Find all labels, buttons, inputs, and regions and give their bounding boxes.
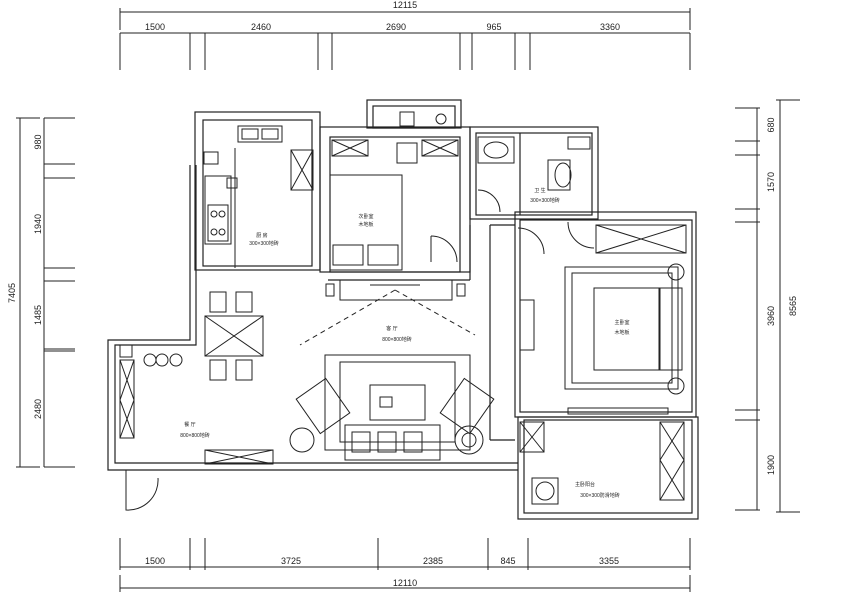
dining-room-name: 餐 厅	[184, 421, 195, 428]
master-bedroom-name: 主卧室	[614, 319, 629, 326]
left-total-dim: 7405	[7, 283, 17, 303]
living-room-name: 客 厅	[386, 325, 397, 332]
bottom-dim-4: 845	[500, 556, 515, 566]
dining-furniture	[119, 291, 264, 511]
master-bedroom-floor: 木地板	[614, 329, 629, 336]
right-total-dim: 8565	[788, 296, 798, 316]
balcony-fixtures	[519, 421, 685, 505]
master-balcony-name: 主卧阳台	[575, 481, 595, 488]
bathroom-name: 卫 生	[534, 187, 545, 194]
exterior-walls	[107, 99, 699, 520]
master-bedroom-furniture	[517, 221, 687, 415]
left-dim-1: 980	[33, 134, 43, 149]
right-dimension-lines	[735, 99, 800, 513]
top-dimension-labels: 12115 1500 2460 2690 965 3360	[145, 0, 620, 32]
living-room-furniture	[204, 279, 495, 465]
kitchen-name: 厨 房	[256, 232, 267, 239]
secondary-bedroom-furniture	[329, 111, 459, 271]
top-total-dim: 12115	[393, 0, 417, 10]
top-dimension-lines	[119, 8, 691, 70]
bathroom-floor: 300×300地砖	[530, 197, 560, 204]
left-dim-3: 1485	[33, 305, 43, 325]
bottom-dim-5: 3355	[599, 556, 619, 566]
secondary-bedroom-floor: 木地板	[358, 221, 373, 228]
left-dimension-lines	[16, 117, 75, 468]
right-dim-3: 3960	[766, 306, 776, 326]
top-dim-2: 2460	[251, 22, 271, 32]
kitchen-floor: 300×300地砖	[249, 240, 279, 247]
top-dim-1: 1500	[145, 22, 165, 32]
bottom-dimension-labels: 1500 3725 2385 845 3355 12110	[145, 556, 619, 588]
bottom-total-dim: 12110	[393, 578, 417, 588]
right-dim-2: 1570	[766, 172, 776, 192]
dining-room-floor: 800×800地砖	[180, 432, 210, 439]
left-dim-4: 2480	[33, 399, 43, 419]
secondary-bedroom-name: 次卧室	[358, 213, 373, 220]
bathroom-fixtures	[477, 136, 591, 213]
top-dim-3: 2690	[386, 22, 406, 32]
bottom-dim-3: 2385	[423, 556, 443, 566]
master-balcony-floor: 300×300防滑地砖	[580, 492, 620, 499]
kitchen-fixtures	[203, 125, 314, 268]
bottom-dimension-lines	[119, 538, 691, 592]
right-dim-1: 680	[766, 117, 776, 132]
top-dim-4: 965	[486, 22, 501, 32]
left-dimension-labels: 7405 980 1940 1485 2480	[7, 134, 43, 419]
right-dimension-labels: 680 1570 3960 1900 8565	[766, 117, 798, 475]
living-room-floor: 800×800地砖	[382, 336, 412, 343]
right-dim-4: 1900	[766, 455, 776, 475]
room-labels: 厨 房 300×300地砖 次卧室 木地板 卫 生 300×300地砖 客 厅 …	[180, 187, 629, 499]
left-dim-2: 1940	[33, 214, 43, 234]
top-dim-5: 3360	[600, 22, 620, 32]
bottom-dim-1: 1500	[145, 556, 165, 566]
bottom-dim-2: 3725	[281, 556, 301, 566]
